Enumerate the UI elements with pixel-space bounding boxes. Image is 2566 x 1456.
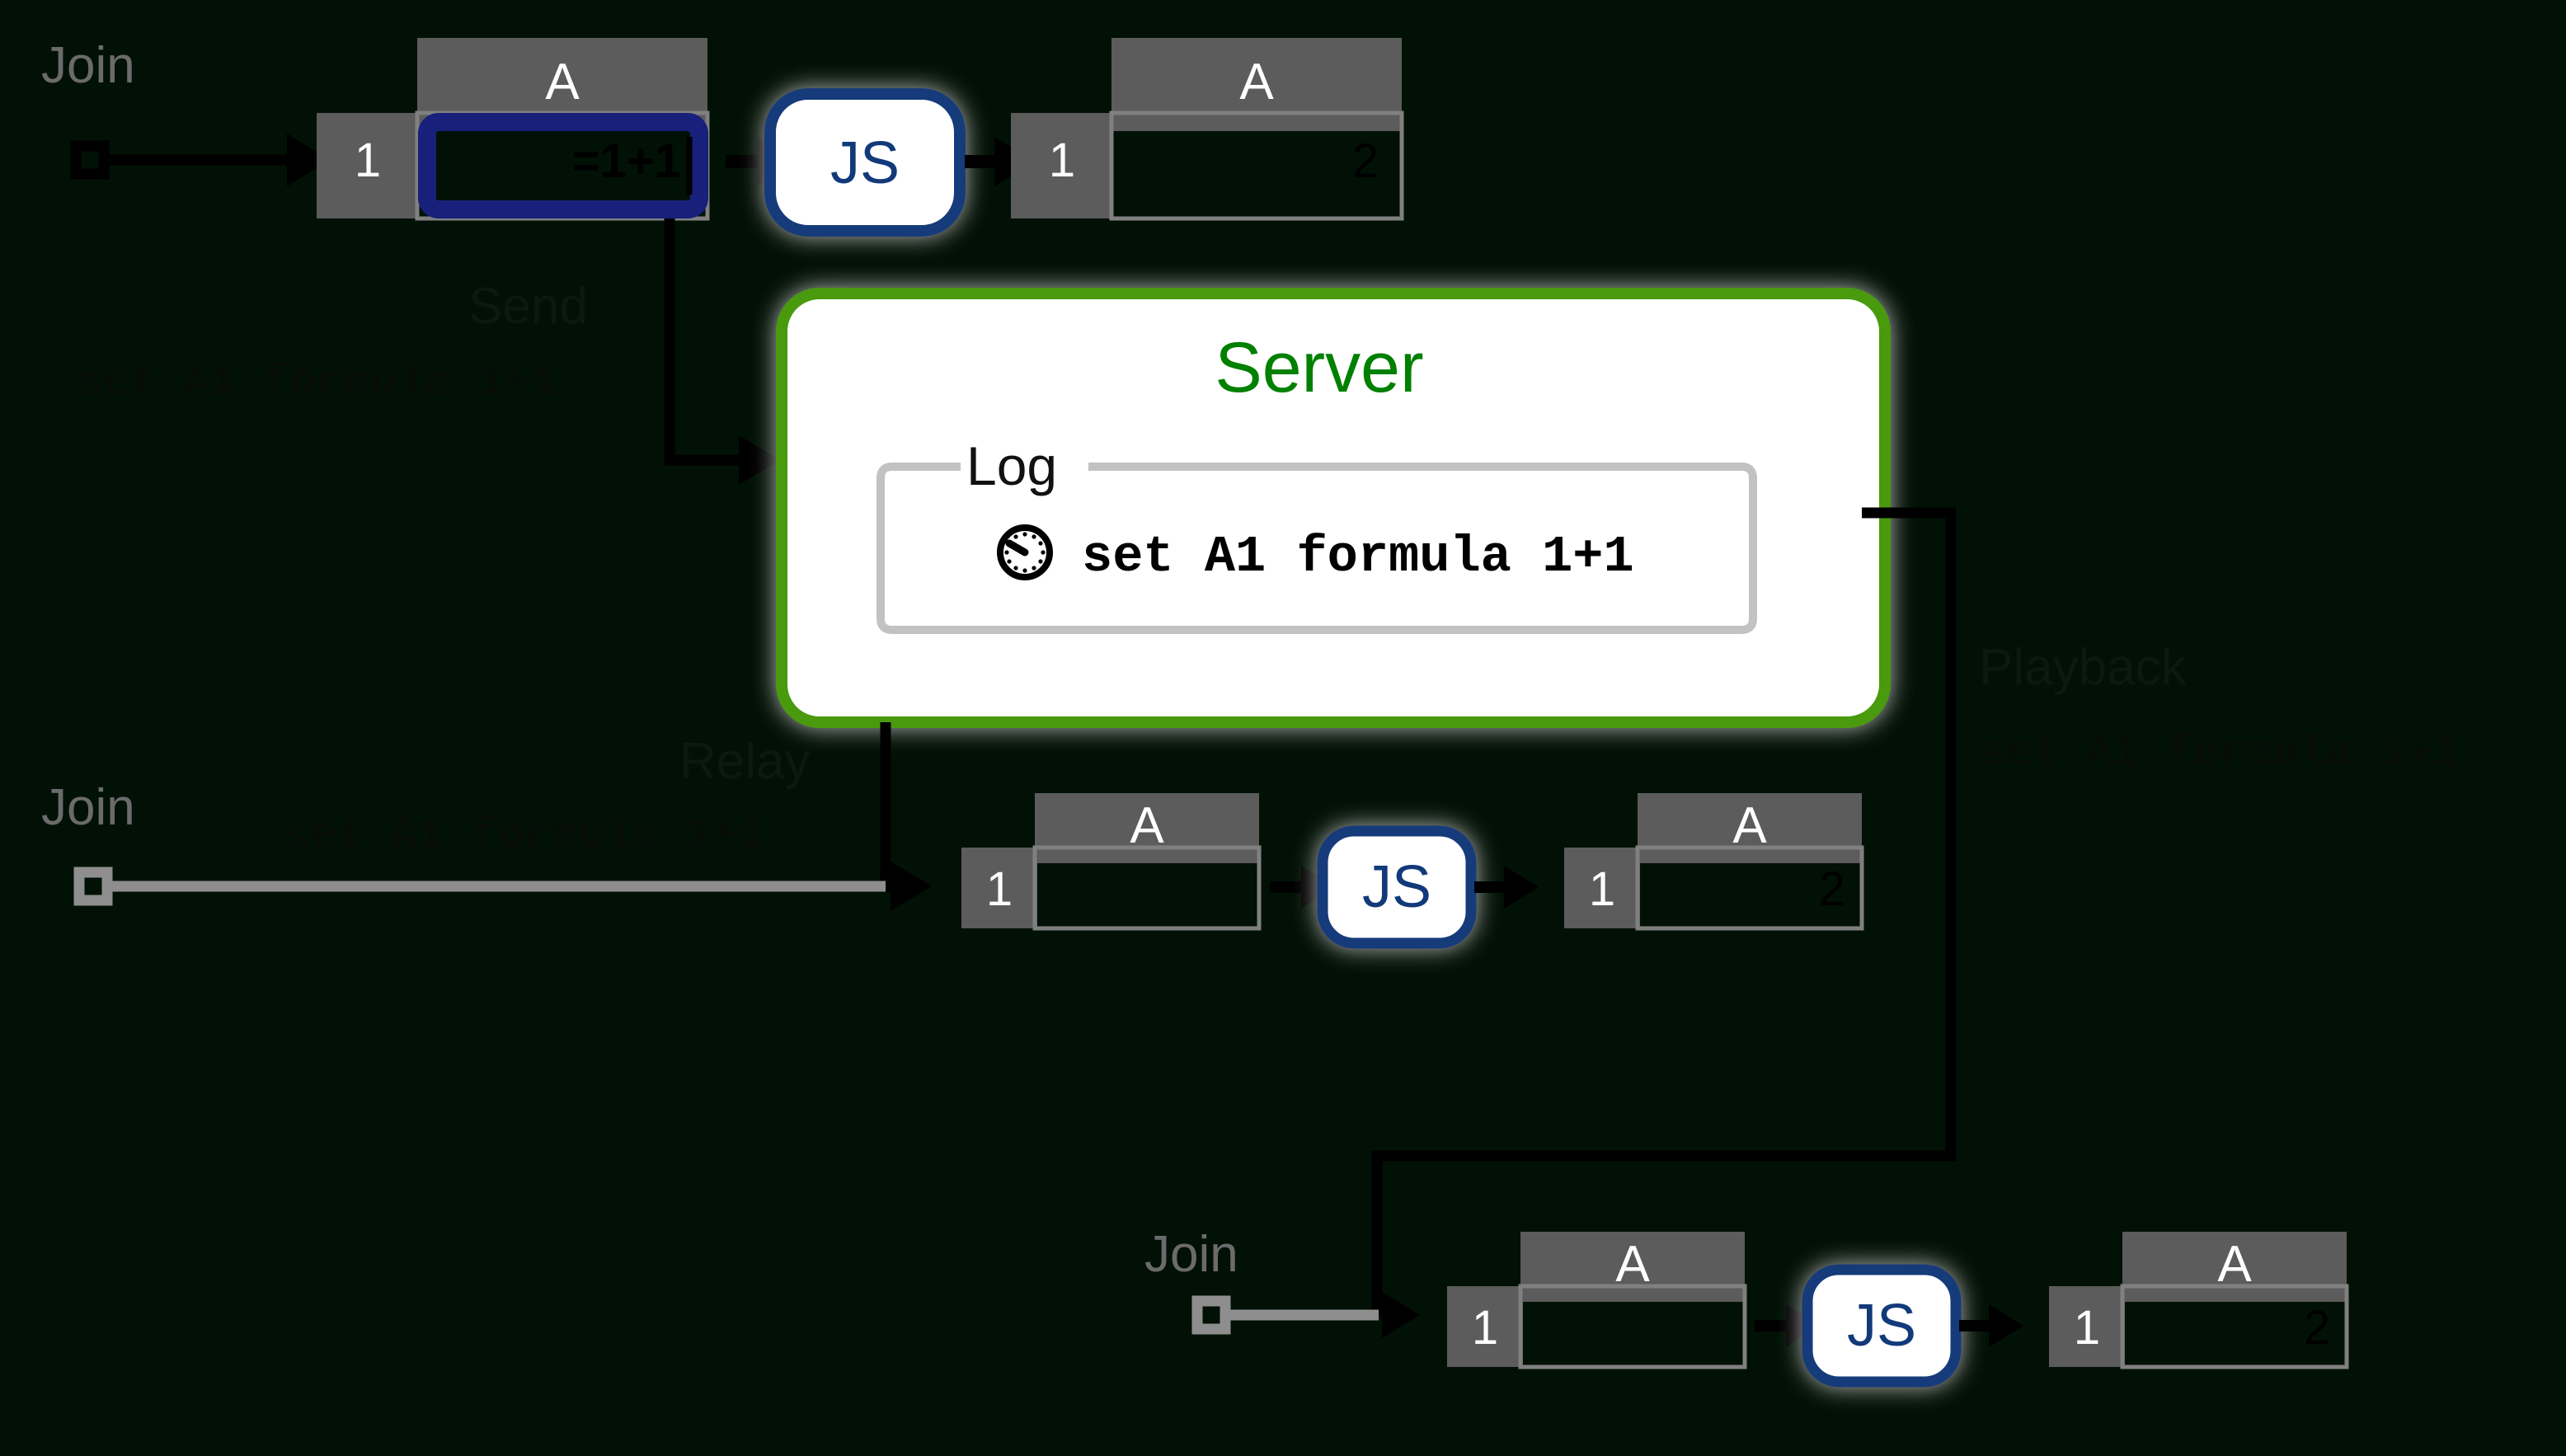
- column-header-label-bottom-before: A: [1615, 1236, 1650, 1293]
- row-header-cell-top-before[interactable]: [317, 113, 418, 218]
- join-connector-middle: [73, 862, 932, 911]
- js-engine-top[interactable]: JS: [764, 88, 966, 237]
- column-header-label-top-after: A: [1239, 54, 1274, 110]
- column-header-cell-bottom-before[interactable]: [1520, 1232, 1745, 1302]
- js-engine-label-top: JS: [830, 130, 900, 196]
- connector-playback-payload: set A1 formula 1+1: [1979, 729, 2460, 779]
- column-header-cell-bottom-after[interactable]: [2122, 1232, 2347, 1302]
- connector-send-title: Send: [468, 278, 588, 335]
- connector-relay-payload: set A1 formula 1+1: [284, 811, 764, 862]
- cell-value-middle-after: 2: [1819, 862, 1845, 916]
- server-log-entry[interactable]: set A1 formula 1+1: [997, 524, 1634, 586]
- spreadsheet-before-middle: A 1: [961, 793, 1262, 931]
- connector-relay: Relay set A1 formula 1+1: [284, 722, 932, 911]
- row-header-label-top-before: 1: [355, 134, 381, 187]
- spreadsheet-after-top: A 1 2: [1011, 38, 1404, 221]
- row-header-cell-top-after[interactable]: [1011, 113, 1112, 218]
- grid-cell-middle-after[interactable]: [1635, 845, 1864, 931]
- column-header-label-middle-after: A: [1732, 797, 1767, 854]
- row-header-label-bottom-after: 1: [2074, 1301, 2100, 1355]
- grid-cell-middle-before[interactable]: [1032, 845, 1262, 931]
- grid-cell-top-after[interactable]: [1109, 110, 1404, 221]
- join-label-top: Join: [41, 37, 135, 94]
- row-header-label-top-after: 1: [1049, 134, 1075, 187]
- connector-send-payload: set A1 formula 1+1: [76, 358, 557, 408]
- row-header-cell-middle-before[interactable]: [961, 848, 1037, 928]
- column-header-label-top-before: A: [545, 54, 580, 110]
- row-header-label-middle-before: 1: [986, 862, 1013, 916]
- server-log-fieldset: Log: [876, 435, 1757, 634]
- cell-selection-outline-top: [418, 113, 708, 218]
- connector-playback-title: Playback: [1979, 639, 2188, 696]
- spreadsheet-after-bottom: A 1 2: [2049, 1232, 2349, 1369]
- column-header-cell-top-after[interactable]: [1111, 38, 1402, 131]
- connector-playback: Playback set A1 formula 1+1: [1371, 507, 2460, 1315]
- connector-send: Send set A1 formula 1+1: [76, 218, 780, 485]
- server-title: Server: [1215, 328, 1423, 407]
- server-log-legend: Log: [966, 435, 1057, 496]
- spreadsheet-before-bottom: A 1: [1447, 1232, 1747, 1369]
- column-header-cell-middle-before[interactable]: [1035, 793, 1259, 863]
- column-header-label-bottom-after: A: [2217, 1236, 2252, 1293]
- js-engine-label-middle: JS: [1362, 854, 1431, 920]
- js-engine-bottom[interactable]: JS: [1802, 1264, 1962, 1388]
- client-top: Join A 1 =1+1: [41, 37, 1404, 237]
- row-header-cell-bottom-after[interactable]: [2049, 1286, 2125, 1367]
- server-node: Server Log: [776, 288, 1891, 728]
- client-middle: Join A 1 JS: [41, 779, 1864, 949]
- join-label-middle: Join: [41, 779, 135, 836]
- clock-icon: [997, 524, 1053, 580]
- js-engine-label-bottom: JS: [1847, 1293, 1916, 1359]
- join-connector-bottom: [1191, 1292, 1420, 1338]
- connector-relay-title: Relay: [679, 733, 811, 790]
- grid-cell-bottom-before[interactable]: [1518, 1284, 1747, 1369]
- column-header-label-middle-before: A: [1130, 797, 1164, 854]
- server-log-entry-text: set A1 formula 1+1: [1082, 528, 1634, 586]
- row-header-label-bottom-before: 1: [1472, 1301, 1498, 1355]
- row-header-cell-bottom-before[interactable]: [1447, 1286, 1523, 1367]
- js-engine-middle[interactable]: JS: [1317, 825, 1477, 949]
- grid-cell-bottom-after[interactable]: [2120, 1284, 2349, 1369]
- row-header-label-middle-after: 1: [1589, 862, 1615, 916]
- spreadsheet-before-top: A 1 =1+1: [317, 38, 710, 221]
- row-header-cell-middle-after[interactable]: [1564, 848, 1640, 928]
- column-header-cell-middle-after[interactable]: [1638, 793, 1862, 863]
- join-label-bottom: Join: [1144, 1226, 1238, 1283]
- client-bottom: Join A 1 JS: [1144, 1226, 2349, 1388]
- cell-value-bottom-after: 2: [2304, 1301, 2330, 1355]
- join-connector-top: [70, 134, 330, 186]
- spreadsheet-after-middle: A 1 2: [1564, 793, 1864, 931]
- cell-value-top-after: 2: [1352, 134, 1379, 188]
- cell-editing-value-top[interactable]: =1+1: [572, 134, 681, 188]
